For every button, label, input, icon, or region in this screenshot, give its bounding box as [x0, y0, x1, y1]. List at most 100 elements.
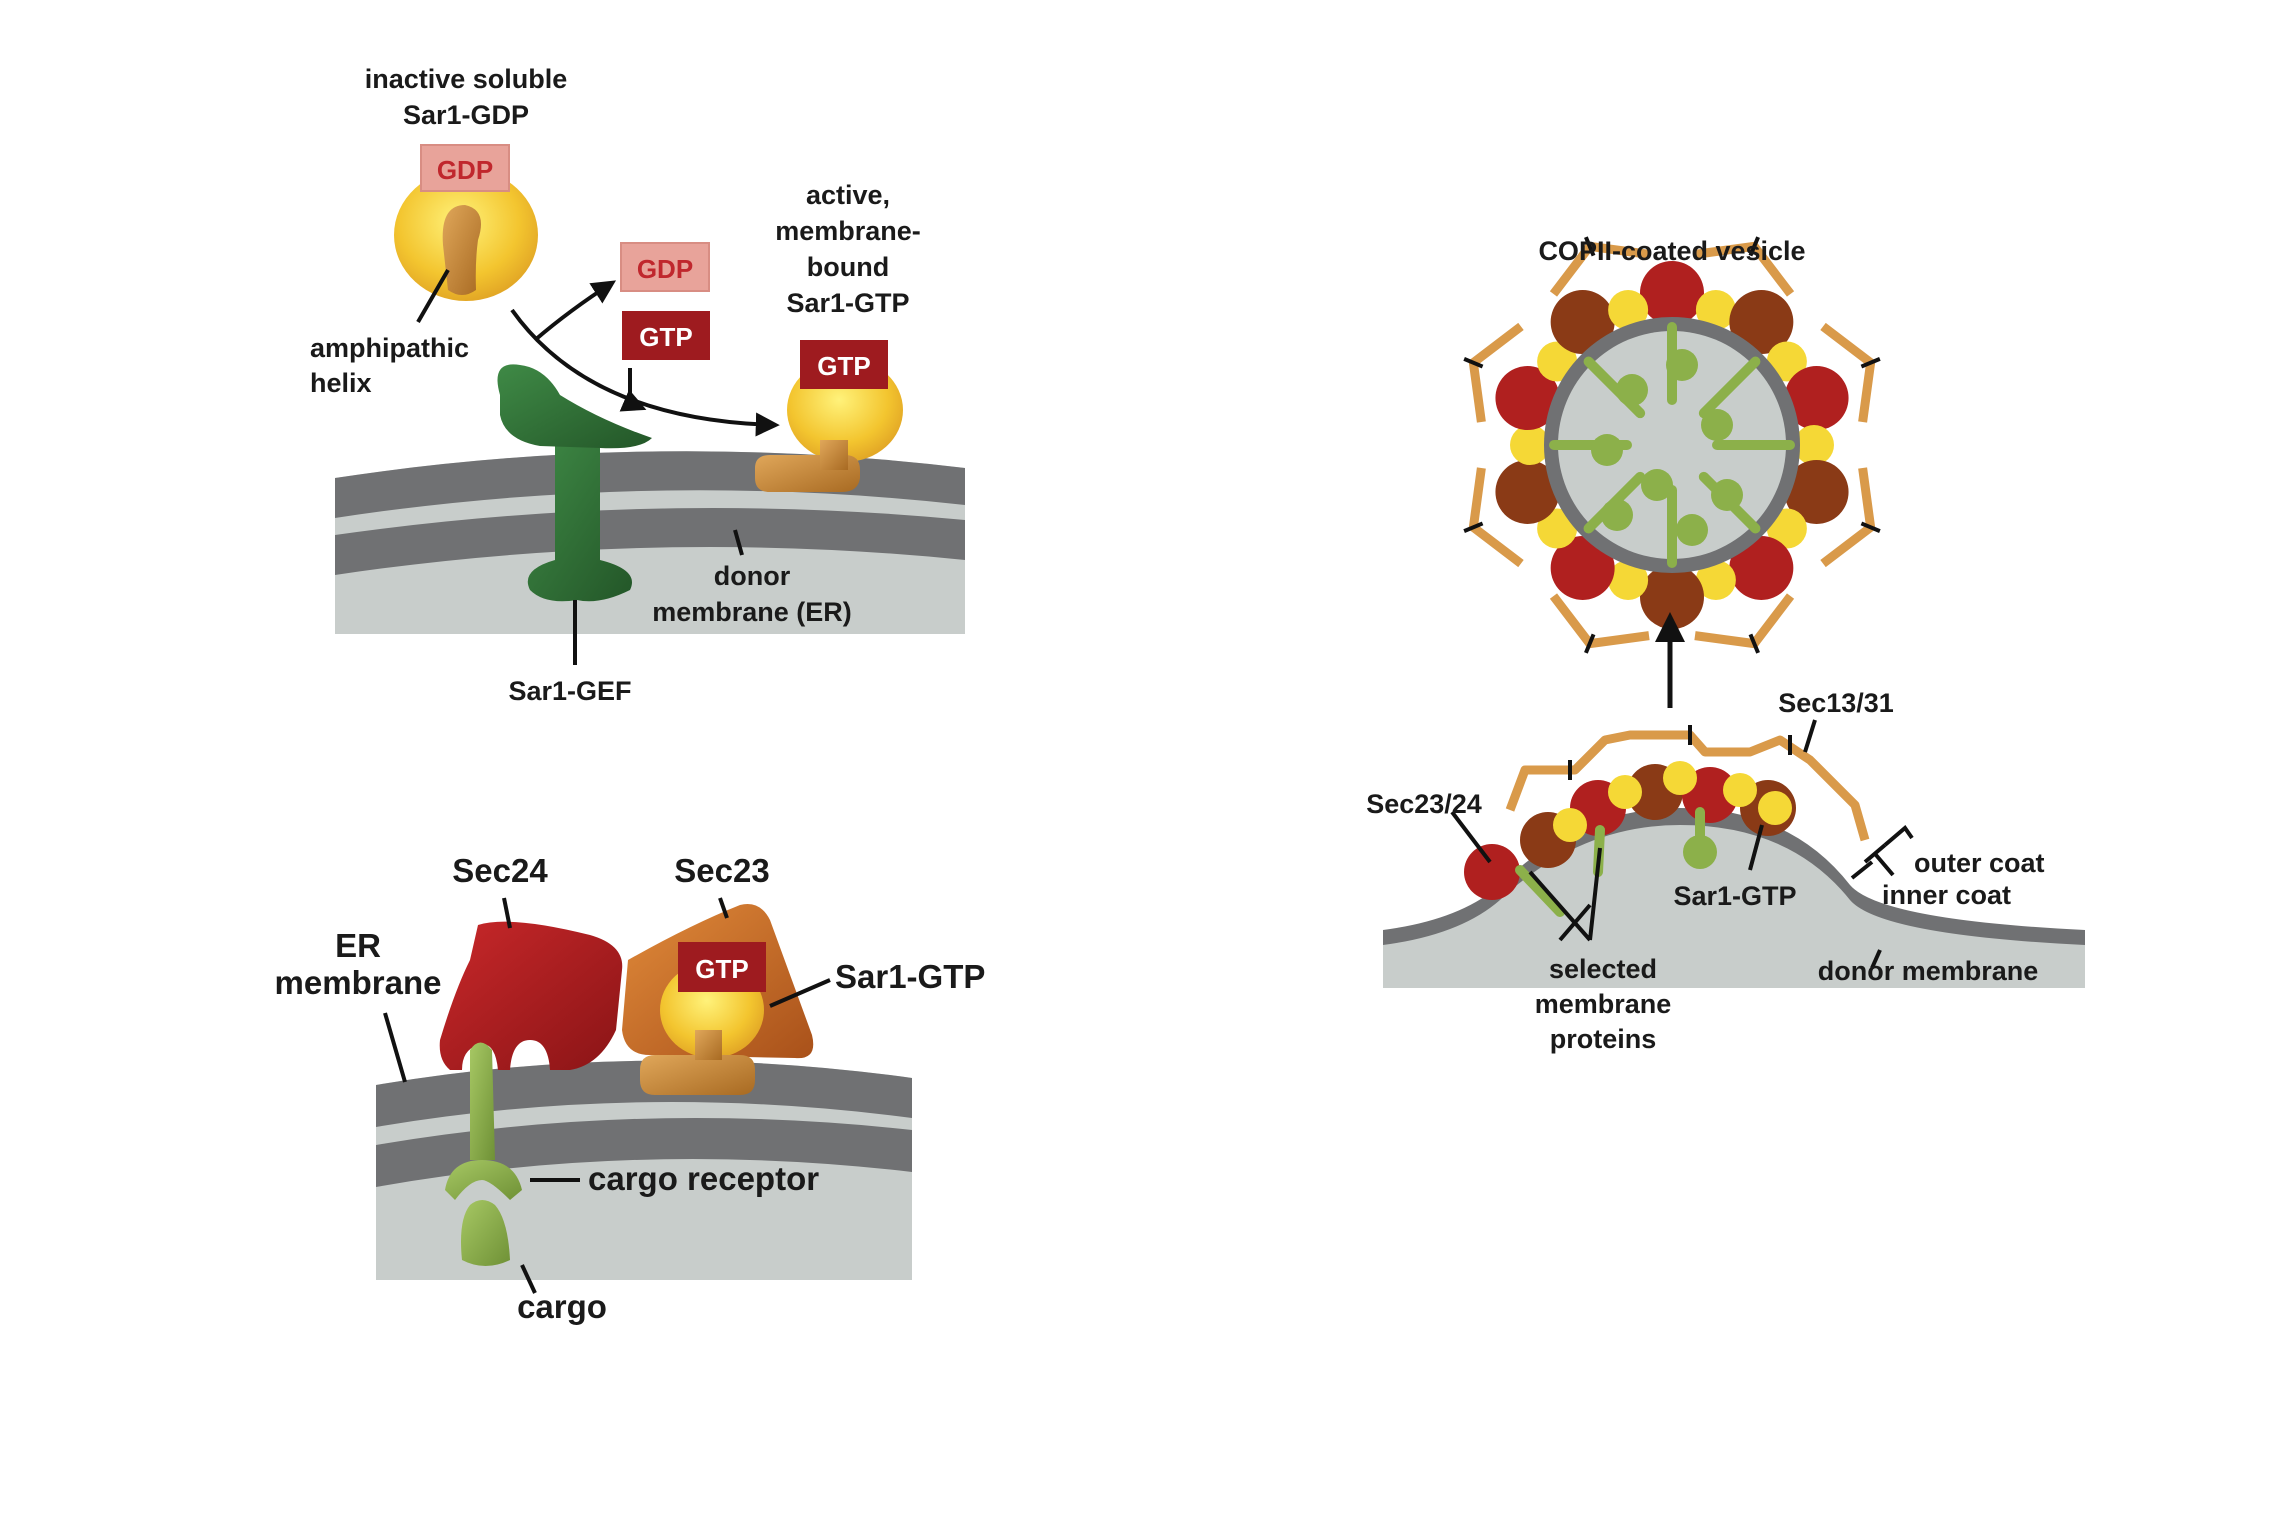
sec2324-leader-line — [1450, 810, 1492, 864]
sar1-gtp-unit — [1537, 508, 1578, 549]
bud-outer-coat — [1505, 730, 1870, 842]
selected-label-line2: membrane — [1535, 989, 1672, 1019]
outer-coat-tick — [1584, 633, 1596, 654]
sec24-label: Sec24 — [452, 852, 548, 889]
outer-coat-tick — [1463, 357, 1484, 369]
membrane-protein-spoke — [1698, 356, 1761, 419]
sar1-gtp-unit — [1766, 508, 1807, 549]
panel-a: GDP GDP GTP GTP — [310, 64, 965, 706]
inner-coat-unit — [1495, 459, 1560, 524]
membrane-protein-spoke — [1583, 356, 1646, 419]
bud-coat — [1464, 725, 1870, 917]
donor-label-line1: donor — [714, 561, 791, 591]
selected-label-line3: proteins — [1550, 1024, 1657, 1054]
inner-coat-unit — [1784, 366, 1849, 431]
inner-coat-unit — [1640, 261, 1704, 325]
helix-leader-line — [416, 269, 450, 323]
sec23-leader-line — [718, 897, 729, 919]
outer-coat-tick — [1748, 633, 1760, 654]
inner-coat-unit — [1550, 290, 1615, 355]
cargo-label: cargo — [517, 1288, 607, 1325]
sec13-31-label: Sec13/31 — [1778, 688, 1894, 718]
reaction-arrows — [510, 280, 780, 437]
cargo-protein — [461, 1200, 510, 1266]
sec23-label: Sec23 — [674, 852, 769, 889]
cargo-leader-line — [520, 1264, 537, 1294]
sec23-gtp-label: GTP — [695, 954, 748, 984]
bud-cargo-blob — [1683, 835, 1717, 869]
sar1-gdp-inactive — [394, 169, 538, 301]
incoming-gtp-tag: GTP — [622, 311, 710, 360]
outer-coat-label: outer coat — [1914, 848, 2045, 878]
inner-coat-unit — [1784, 459, 1849, 524]
donor-leader-line-c — [1870, 949, 1882, 969]
active-gtp-tag: GTP — [800, 340, 888, 389]
er-label-line2: membrane — [275, 964, 442, 1001]
bud-sar1-unit — [1758, 791, 1792, 825]
inner-coat-unit — [1495, 366, 1560, 431]
active-gtp-label: GTP — [817, 351, 870, 381]
gdp-tag: GDP — [420, 144, 510, 192]
sar1-gtp-unit — [1695, 560, 1736, 601]
outer-coat-segment — [1694, 593, 1795, 649]
sec23-gtp-tag: GTP — [678, 942, 766, 992]
coat-brackets — [1850, 825, 1914, 880]
vesicle-outer-coat — [1463, 236, 1881, 654]
outer-coat-tick — [1463, 521, 1484, 533]
bud-membrane-protein — [1515, 865, 1565, 917]
helix-label-line2: helix — [310, 368, 372, 398]
sar1-leader-line — [769, 978, 831, 1008]
inner-coat-label: inner coat — [1882, 880, 2011, 910]
sar1-gtp-unit — [1608, 560, 1649, 601]
sar1-gtp-label-c: Sar1-GTP — [1673, 881, 1796, 911]
sar1-gtp-unit — [1695, 289, 1736, 330]
released-gdp-tag: GDP — [620, 242, 710, 292]
outer-coat-tick — [1860, 357, 1881, 369]
released-gdp-label: GDP — [637, 254, 693, 284]
active-title-line4: Sar1-GTP — [786, 288, 909, 318]
cargo-receptor-label: cargo receptor — [588, 1160, 819, 1197]
outer-coat-segment — [1549, 593, 1650, 649]
er-label-line1: ER — [335, 927, 381, 964]
sar1-gtp-label-b: Sar1-GTP — [835, 958, 985, 995]
bud-sar1-unit — [1723, 773, 1757, 807]
inactive-title-line2: Sar1-GDP — [403, 100, 529, 130]
gef-label: Sar1-GEF — [508, 676, 631, 706]
sec23-24-label: Sec23/24 — [1366, 789, 1482, 819]
helix-label-line1: amphipathic — [310, 333, 469, 363]
sec24-leader-line — [502, 897, 512, 929]
selected-label-line1: selected — [1549, 954, 1657, 984]
sar1-gtp-unit — [1766, 341, 1807, 382]
panel-b: GTP Sec24 Sec23 ER membrane Sar1-GTP car… — [275, 852, 986, 1325]
cargo-receptor-protein — [445, 1042, 522, 1200]
bud-sar1-unit — [1553, 808, 1587, 842]
sar1-gtp-unit — [1608, 289, 1649, 330]
cargo-blob — [1676, 514, 1708, 546]
bud-sar1-unit — [1663, 761, 1697, 795]
active-title-line2: membrane- — [775, 216, 921, 246]
sar1-gtp-unit — [1510, 425, 1550, 465]
sec13-leader-line — [1803, 719, 1817, 753]
copii-vesicle — [1463, 236, 1881, 654]
er-leader-line — [383, 1012, 407, 1083]
outer-coat-tick — [1860, 521, 1881, 533]
donor-leader-line — [733, 529, 744, 556]
donor-membrane-label-c: donor membrane — [1818, 956, 2039, 986]
cargo-blob — [1701, 409, 1733, 441]
er-membrane-b — [376, 1060, 912, 1280]
active-title-line3: bound — [807, 252, 889, 282]
sar1-gtp-unit — [1794, 425, 1834, 465]
sar1-leader-line-c — [1748, 824, 1764, 871]
inner-coat-unit — [1550, 535, 1615, 600]
active-title-line1: active, — [806, 180, 890, 210]
vesicle-inner-coat — [1495, 261, 1849, 629]
bud-sar1-unit — [1608, 775, 1642, 809]
membrane-protein-spoke — [1583, 471, 1646, 534]
outer-coat-tick — [1584, 236, 1596, 257]
donor-label-line2: membrane (ER) — [652, 597, 852, 627]
selected-leader-line — [1528, 847, 1602, 942]
membrane-protein-spoke — [1698, 471, 1761, 534]
donor-membrane-a — [335, 451, 965, 634]
gdp-tag-label: GDP — [437, 155, 493, 185]
